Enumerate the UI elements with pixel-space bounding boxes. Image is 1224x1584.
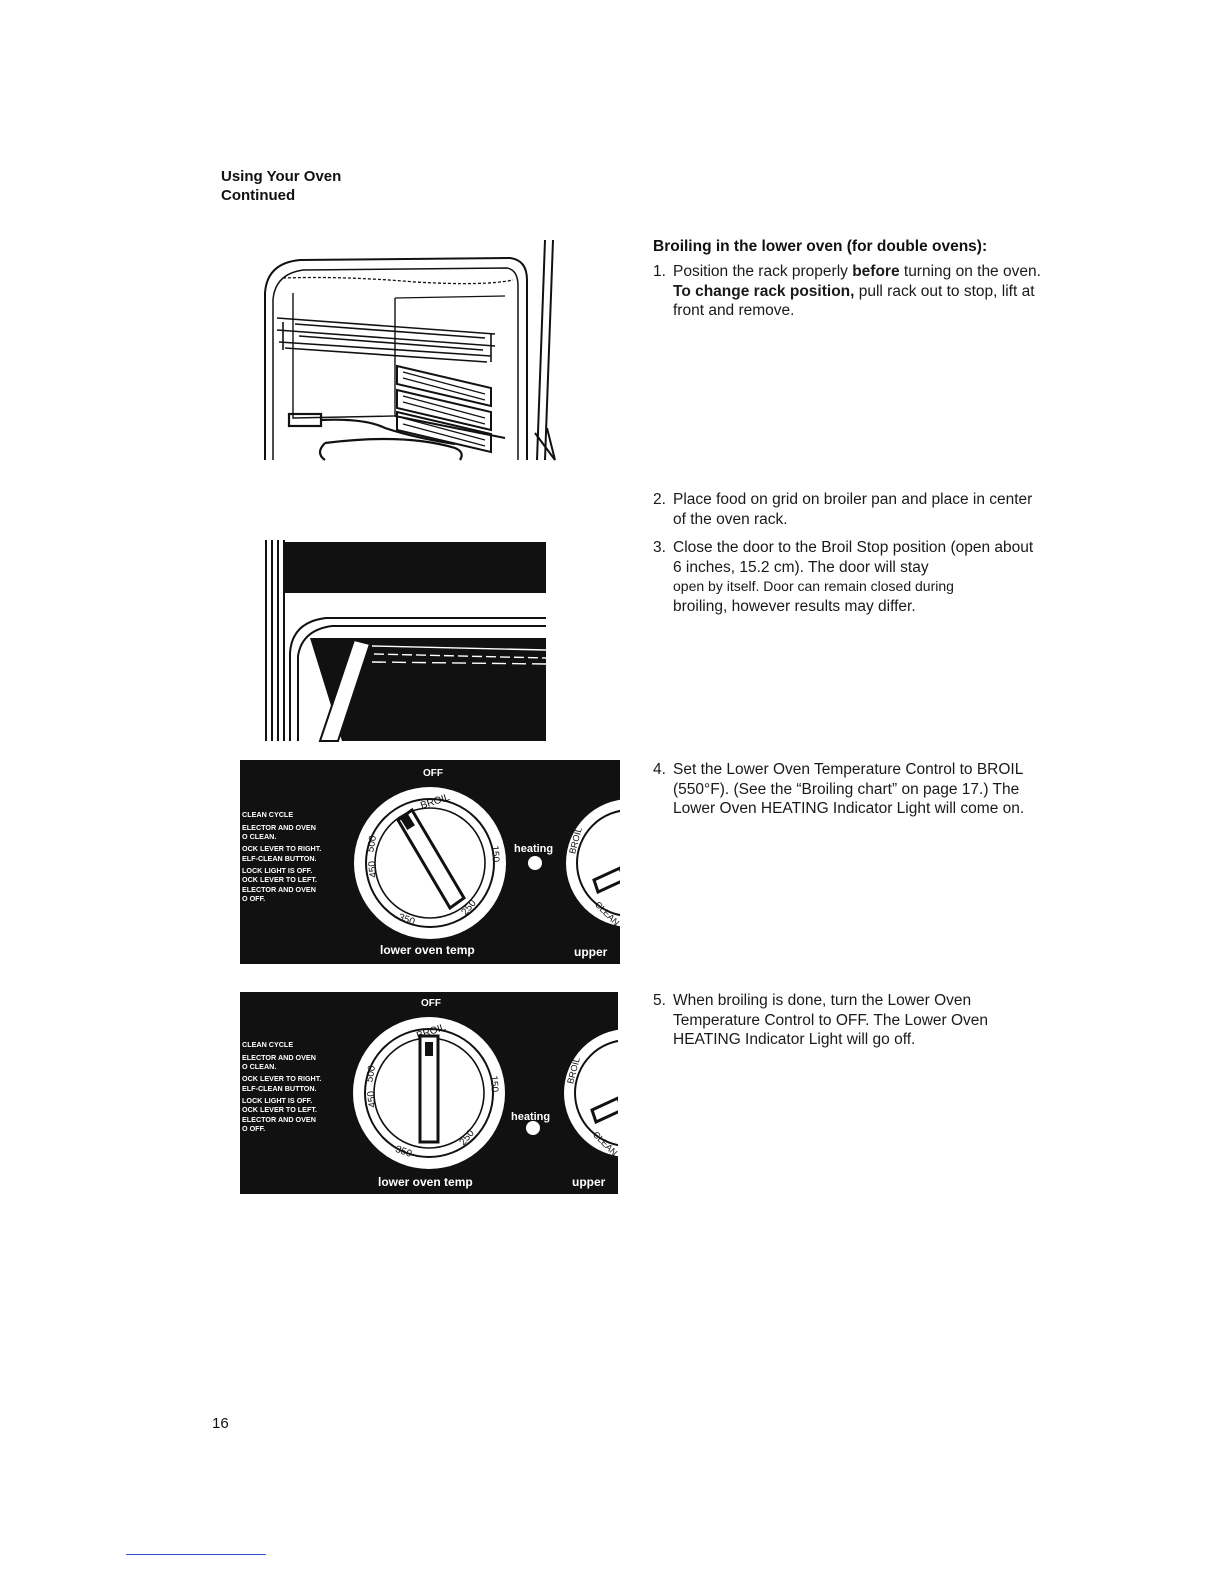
svg-text:ELF-CLEAN BUTTON.: ELF-CLEAN BUTTON. xyxy=(242,1084,317,1093)
step-1: 1. Position the rack properly before tur… xyxy=(653,262,1043,321)
step-3: 3. Close the door to the Broil Stop posi… xyxy=(653,538,1043,616)
step-text: When broiling is done, turn the Lower Ov… xyxy=(673,992,989,1048)
heating-indicator-light xyxy=(526,1121,540,1135)
lower-oven-temp-label: lower oven temp xyxy=(378,1175,473,1189)
svg-text:150: 150 xyxy=(488,1075,500,1093)
upper-oven-dial: BROIL CLEAN xyxy=(566,799,620,928)
svg-text:O CLEAN.: O CLEAN. xyxy=(242,1062,276,1071)
panel-off-label: OFF xyxy=(423,768,443,779)
section-header: Using Your Oven Continued xyxy=(221,167,341,205)
section-title: Using Your Oven xyxy=(221,168,342,185)
svg-text:ELECTOR AND OVEN: ELECTOR AND OVEN xyxy=(242,885,316,894)
svg-text:OCK LEVER TO RIGHT.: OCK LEVER TO RIGHT. xyxy=(242,1074,321,1083)
broil-stop-door-illustration xyxy=(265,540,547,742)
step-2: 2. Place food on grid on broiler pan and… xyxy=(653,490,1043,529)
svg-text:OCK LEVER TO RIGHT.: OCK LEVER TO RIGHT. xyxy=(242,844,321,853)
svg-text:ELECTOR AND OVEN: ELECTOR AND OVEN xyxy=(242,1053,316,1062)
page-number: 16 xyxy=(212,1415,229,1432)
svg-text:500: 500 xyxy=(365,834,379,853)
svg-text:O OFF.: O OFF. xyxy=(242,1124,265,1133)
svg-text:CLEAN CYCLE: CLEAN CYCLE xyxy=(242,1040,293,1049)
section-subtitle: Continued xyxy=(221,187,296,204)
heating-indicator-light xyxy=(528,856,542,870)
lower-oven-temperature-dial: BROIL 500 450 350 250 150 xyxy=(354,787,506,939)
svg-text:450: 450 xyxy=(367,860,380,878)
step-4: 4. Set the Lower Oven Temperature Contro… xyxy=(653,760,1043,819)
svg-text:LOCK LIGHT IS OFF.: LOCK LIGHT IS OFF. xyxy=(242,866,312,875)
panel-off-label: OFF xyxy=(421,998,441,1009)
control-panel-off: OFF CLEAN CYCLE ELECTOR AND OVEN O CLEAN… xyxy=(240,992,618,1194)
footer-divider xyxy=(126,1554,266,1555)
svg-text:450: 450 xyxy=(366,1090,379,1108)
svg-text:150: 150 xyxy=(489,845,501,863)
svg-text:500: 500 xyxy=(364,1064,378,1083)
step-number: 4. xyxy=(653,761,666,778)
heating-label: heating xyxy=(514,843,553,855)
step-number: 2. xyxy=(653,491,666,508)
step-text: Place food on grid on broiler pan and pl… xyxy=(673,491,1033,528)
self-clean-instructions: CLEAN CYCLE ELECTOR AND OVEN O CLEAN. OC… xyxy=(242,1040,321,1133)
lower-oven-temp-label: lower oven temp xyxy=(380,943,475,957)
svg-text:ELF-CLEAN BUTTON.: ELF-CLEAN BUTTON. xyxy=(242,854,317,863)
step-text: Close the door to the Broil Stop positio… xyxy=(673,539,1034,615)
step-number: 1. xyxy=(653,263,666,280)
step-5: 5. When broiling is done, turn the Lower… xyxy=(653,991,1043,1050)
step-text: Position the rack properly before turnin… xyxy=(673,263,1041,319)
svg-text:O CLEAN.: O CLEAN. xyxy=(242,832,276,841)
svg-text:OCK LEVER TO LEFT.: OCK LEVER TO LEFT. xyxy=(242,875,317,884)
svg-text:ELECTOR AND OVEN: ELECTOR AND OVEN xyxy=(242,1115,316,1124)
broiling-section-title: Broiling in the lower oven (for double o… xyxy=(653,238,988,255)
svg-text:OCK LEVER TO LEFT.: OCK LEVER TO LEFT. xyxy=(242,1105,317,1114)
upper-label: upper xyxy=(572,1175,606,1189)
heating-label: heating xyxy=(511,1111,550,1123)
oven-rack-illustration xyxy=(264,239,556,461)
self-clean-instructions: CLEAN CYCLE ELECTOR AND OVEN O CLEAN. OC… xyxy=(242,810,321,903)
upper-oven-dial: BROIL CLEAN xyxy=(564,1029,618,1158)
step-number: 5. xyxy=(653,992,666,1009)
upper-label: upper xyxy=(574,945,608,959)
step-number: 3. xyxy=(653,539,666,556)
svg-text:O OFF.: O OFF. xyxy=(242,894,265,903)
control-panel-broil: OFF CLEAN CYCLE ELECTOR AND OVEN O CLEAN… xyxy=(240,760,620,964)
step-text: Set the Lower Oven Temperature Control t… xyxy=(673,761,1025,817)
lower-oven-temperature-dial: BROIL 500 450 350 250 150 xyxy=(353,1017,505,1169)
svg-text:LOCK LIGHT IS OFF.: LOCK LIGHT IS OFF. xyxy=(242,1096,312,1105)
svg-text:ELECTOR AND OVEN: ELECTOR AND OVEN xyxy=(242,823,316,832)
svg-text:CLEAN CYCLE: CLEAN CYCLE xyxy=(242,810,293,819)
